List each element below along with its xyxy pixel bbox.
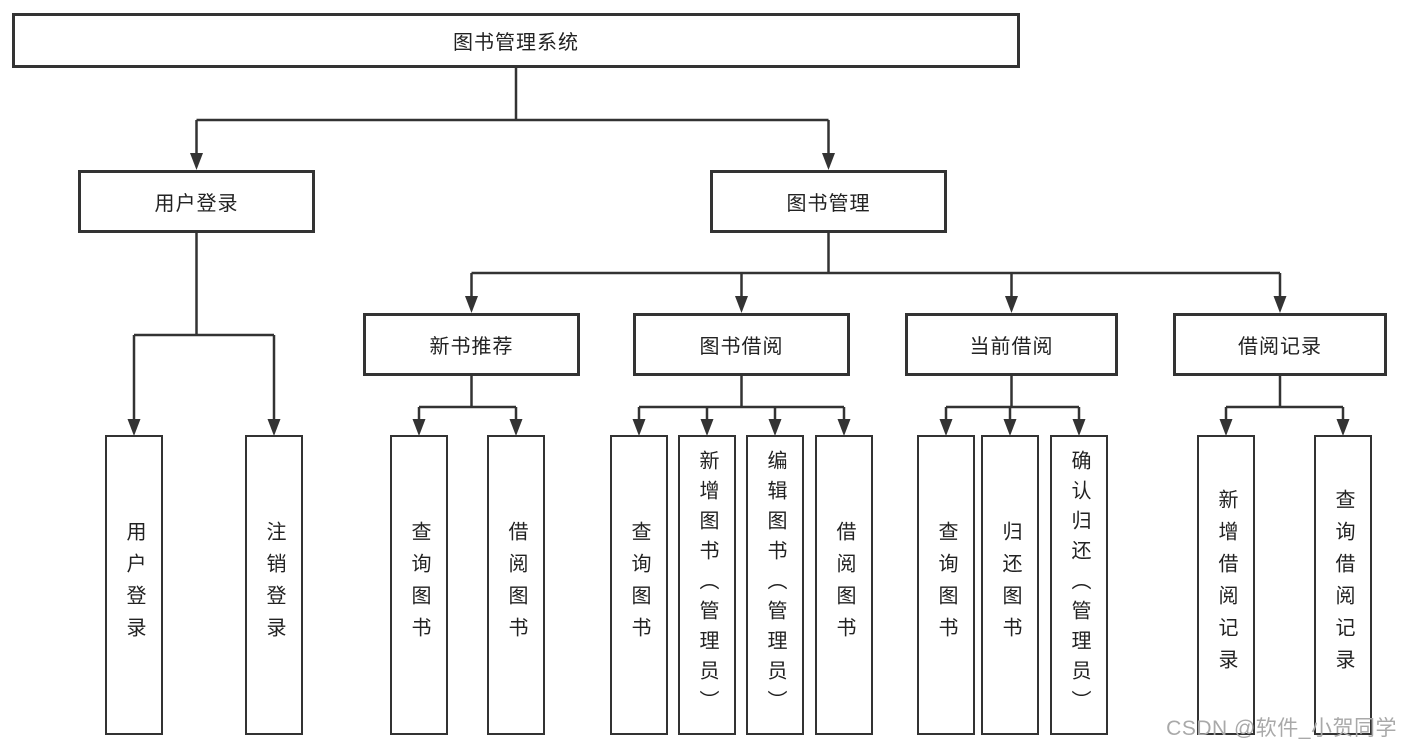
- node-label: 用户登录: [154, 193, 239, 215]
- leaf-add-books-admin: 新增图书（管理员）: [678, 435, 736, 735]
- node-label: 图书管理系统: [453, 32, 579, 54]
- leaf-add-borrow-record: 新增借阅记录: [1197, 435, 1255, 735]
- leaf-return-books: 归还图书: [981, 435, 1039, 735]
- leaf-logout: 注销登录: [245, 435, 303, 735]
- node-borrow-record: 借阅记录: [1173, 313, 1387, 376]
- node-label: 新增图书（管理员）: [696, 450, 718, 720]
- leaf-query-borrow-record: 查询借阅记录: [1314, 435, 1372, 735]
- node-label: 借阅图书: [833, 521, 855, 649]
- node-new-book-recommend: 新书推荐: [363, 313, 580, 376]
- node-book-borrow: 图书借阅: [633, 313, 850, 376]
- node-label: 当前借阅: [969, 336, 1054, 358]
- node-label: 新书推荐: [429, 336, 514, 358]
- leaf-query-books-current: 查询图书: [917, 435, 975, 735]
- node-book-management: 图书管理: [710, 170, 947, 233]
- node-label: 图书借阅: [699, 336, 784, 358]
- node-user-login: 用户登录: [78, 170, 315, 233]
- node-label: 查询图书: [628, 521, 650, 649]
- leaf-query-books-borrow: 查询图书: [610, 435, 668, 735]
- node-current-borrow: 当前借阅: [905, 313, 1118, 376]
- leaf-user-login: 用户登录: [105, 435, 163, 735]
- node-label: 借阅记录: [1238, 336, 1322, 358]
- watermark: CSDN @软件_小贺同学: [1166, 717, 1397, 740]
- node-label: 注销登录: [263, 521, 285, 649]
- node-label: 新增借阅记录: [1215, 489, 1237, 681]
- arrowheads: [127, 153, 1350, 436]
- node-label: 用户登录: [123, 521, 145, 649]
- node-label: 图书管理: [786, 193, 871, 215]
- node-root-library-system: 图书管理系统: [12, 13, 1020, 68]
- node-label: 借阅图书: [505, 521, 527, 649]
- node-label: 查询借阅记录: [1332, 489, 1354, 681]
- node-label: 查询图书: [935, 521, 957, 649]
- leaf-borrow-books-recommend: 借阅图书: [487, 435, 545, 735]
- leaf-query-books-recommend: 查询图书: [390, 435, 448, 735]
- node-label: 归还图书: [999, 521, 1021, 649]
- leaf-confirm-return-admin: 确认归还（管理员）: [1050, 435, 1108, 735]
- node-label: 查询图书: [408, 521, 430, 649]
- node-label: 编辑图书（管理员）: [764, 450, 786, 720]
- leaf-borrow-books-borrow: 借阅图书: [815, 435, 873, 735]
- leaf-edit-books-admin: 编辑图书（管理员）: [746, 435, 804, 735]
- node-label: 确认归还（管理员）: [1068, 450, 1090, 720]
